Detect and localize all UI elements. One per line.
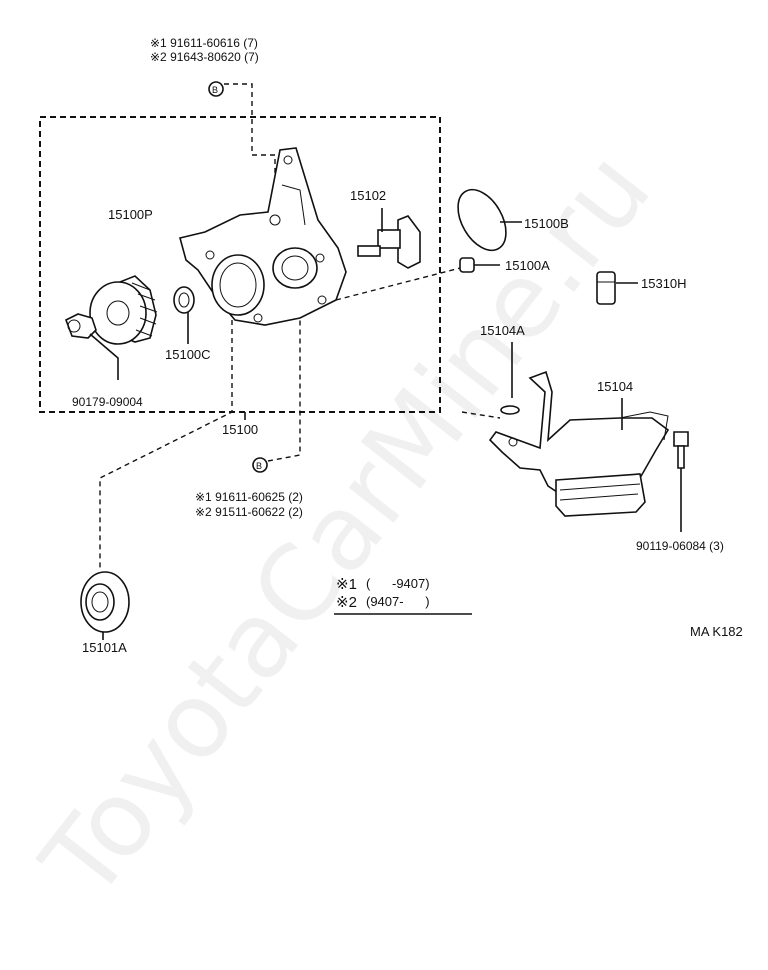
nut-90179 bbox=[64, 313, 97, 339]
legend-row2-range: (9407- ) bbox=[366, 594, 430, 609]
label-bolt-bottom-1: ※1 91611-60625 (2) bbox=[195, 490, 303, 504]
bolt-marker-bottom: B bbox=[252, 457, 268, 473]
oring-15100B bbox=[457, 188, 507, 252]
label-15100B: 15100B bbox=[524, 216, 569, 231]
seal-15100C bbox=[173, 286, 195, 314]
label-15100P: 15100P bbox=[108, 207, 153, 222]
bolt-bottom-leader bbox=[267, 320, 301, 462]
label-figure-code: MA K182 bbox=[690, 624, 743, 639]
dash-strainer bbox=[461, 411, 501, 419]
label-bolt-bottom-2: ※2 91511-60622 (2) bbox=[195, 505, 303, 519]
label-15101A: 15101A bbox=[82, 640, 127, 655]
valve-15102 bbox=[357, 215, 421, 269]
label-bolt-top-1: ※1 91611-60616 (7) bbox=[150, 36, 258, 50]
strainer-15104 bbox=[488, 370, 670, 517]
legend: ※1 ( -9407) ※2 (9407- ) bbox=[334, 576, 472, 615]
label-15104: 15104 bbox=[597, 379, 633, 394]
valve-15310H bbox=[596, 271, 616, 305]
label-15100A: 15100A bbox=[505, 258, 550, 273]
bolt-marker-top-label: B bbox=[212, 85, 218, 95]
label-15104A: 15104A bbox=[480, 323, 525, 338]
bolt-marker-bottom-label: B bbox=[256, 461, 262, 471]
bolt-top-leader bbox=[224, 83, 276, 180]
bolt-marker-top: B bbox=[208, 81, 224, 97]
label-15102: 15102 bbox=[350, 188, 386, 203]
legend-row1-mark: ※1 bbox=[336, 576, 357, 593]
gear-15100P bbox=[89, 275, 158, 345]
plug-15100A bbox=[459, 257, 475, 273]
label-bolt-top-2: ※2 91643-80620 (7) bbox=[150, 50, 259, 64]
leader-90179 bbox=[89, 333, 119, 380]
label-90119: 90119-06084 (3) bbox=[636, 539, 724, 553]
oil-pump-body bbox=[179, 147, 347, 326]
label-15100: 15100 bbox=[222, 422, 258, 437]
bolt-90119 bbox=[673, 431, 689, 469]
dash-pump-to-seal bbox=[99, 320, 233, 570]
gasket-15104A bbox=[500, 405, 520, 415]
assembly-box bbox=[39, 116, 441, 413]
seal-15101A bbox=[80, 571, 130, 633]
label-15310H: 15310H bbox=[641, 276, 687, 291]
legend-row2-mark: ※2 bbox=[336, 594, 357, 611]
dash-pump-to-plug bbox=[335, 267, 461, 301]
label-90179: 90179-09004 bbox=[72, 395, 143, 409]
label-15100C: 15100C bbox=[165, 347, 211, 362]
watermark-text: ToyotaCarMine.ru bbox=[18, 129, 674, 921]
legend-row1-range: ( -9407) bbox=[366, 576, 430, 591]
